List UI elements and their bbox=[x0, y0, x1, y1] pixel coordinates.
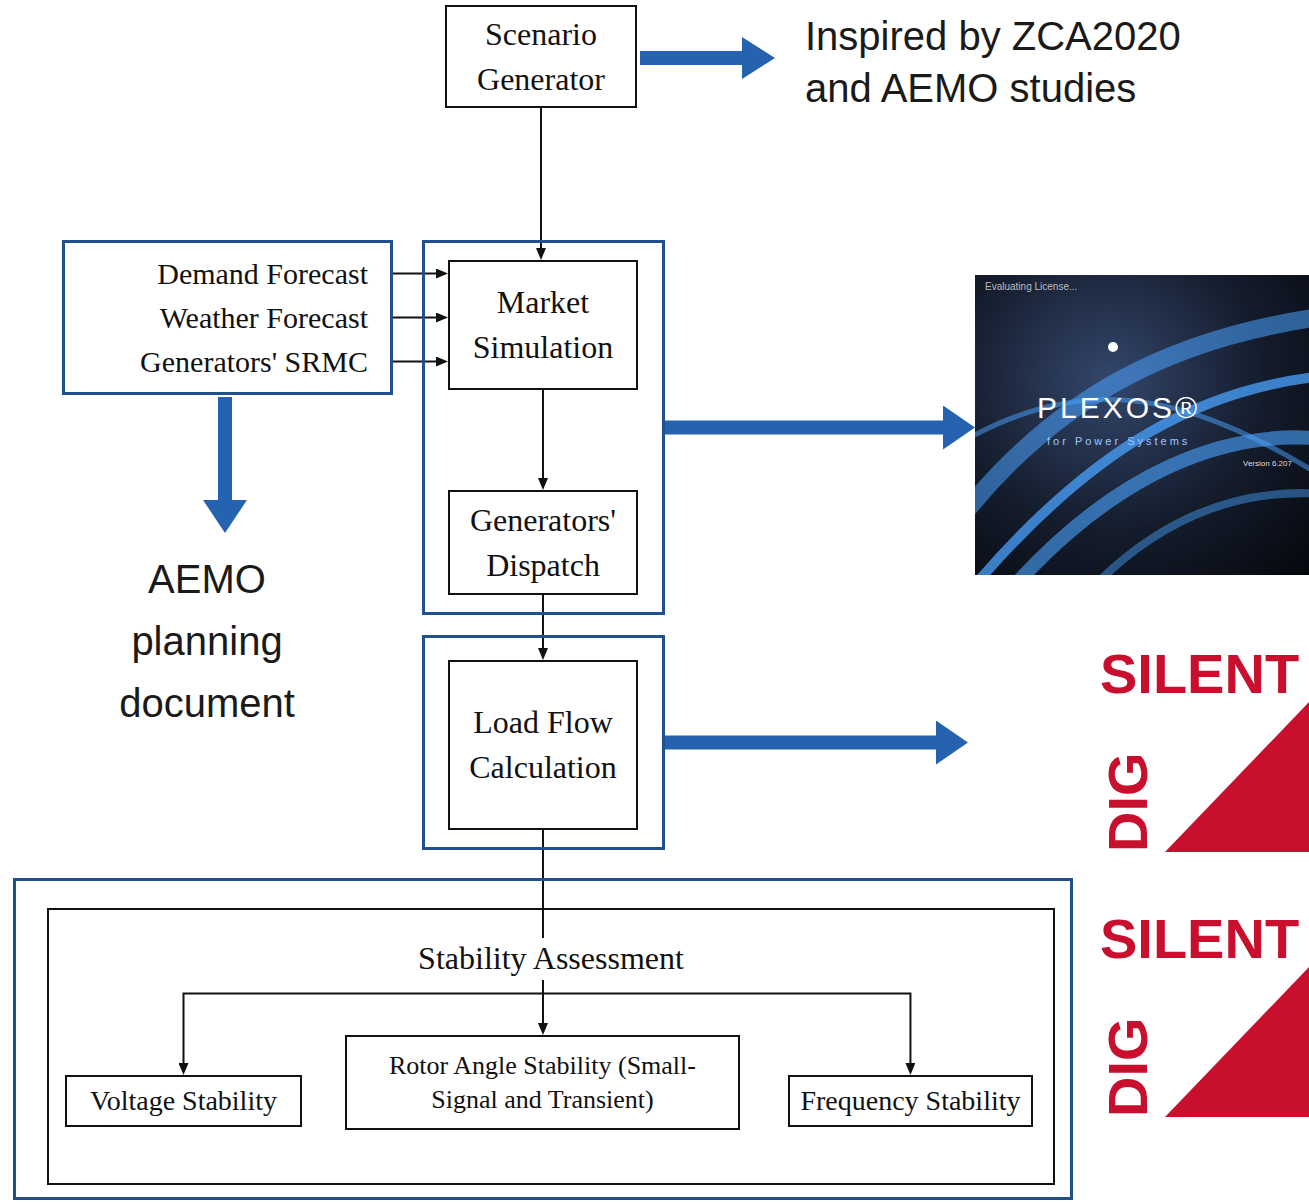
tool-arrow bbox=[665, 421, 943, 435]
box-text: Scenario Generator bbox=[455, 12, 627, 102]
logo-triangle bbox=[1165, 967, 1309, 1117]
glint bbox=[1108, 342, 1118, 352]
assessment-box: Voltage Stability Rotor Angle Stability (… bbox=[47, 908, 1055, 1185]
swoosh-curve bbox=[1015, 437, 1309, 575]
flow-arrow bbox=[542, 390, 544, 478]
logo-triangle bbox=[1165, 702, 1309, 852]
box-text: Frequency Stability bbox=[800, 1084, 1020, 1118]
logo-text: DIG bbox=[1100, 1017, 1156, 1117]
process-box: Rotor Angle Stability (Small-Signal and … bbox=[345, 1035, 740, 1130]
flow-arrow bbox=[540, 108, 542, 248]
process-box: Load Flow Calculation bbox=[448, 660, 638, 830]
process-box: Market Simulation bbox=[448, 260, 638, 390]
callout-arrow bbox=[203, 397, 247, 533]
splash-text: PLEXOS® bbox=[1037, 391, 1200, 425]
splash-text: Evaluating License... bbox=[985, 281, 1077, 292]
box-text: Rotor Angle Stability (Small-Signal and … bbox=[373, 1049, 713, 1117]
process-box: Generators' Dispatch bbox=[448, 490, 638, 595]
plexos-splash: Evaluating License... PLEXOS® for Power Sy… bbox=[975, 275, 1309, 575]
process-box: Frequency Stability bbox=[788, 1075, 1033, 1127]
tool-group: Voltage Stability Rotor Angle Stability (… bbox=[13, 878, 1073, 1200]
box-text: Voltage Stability bbox=[90, 1084, 277, 1118]
swoosh-art bbox=[975, 275, 1309, 575]
digsilent-logo: DIG SILENT bbox=[1085, 905, 1309, 1120]
flow-arrow bbox=[542, 595, 544, 648]
input-text: Weather Forecast bbox=[160, 296, 368, 340]
box-text: Load Flow Calculation bbox=[458, 700, 628, 790]
logo-text: DIG bbox=[1100, 752, 1156, 852]
callout-label: Inspired by ZCA2020 and AEMO studies bbox=[805, 10, 1225, 114]
flow-arrow bbox=[393, 317, 436, 319]
tool-arrow bbox=[665, 736, 936, 750]
digsilent-logo: DIG SILENT bbox=[968, 640, 1309, 855]
box-text: Generators' Dispatch bbox=[458, 498, 628, 588]
splash-text: Version 6.207 bbox=[1243, 459, 1292, 468]
box-text: Market Simulation bbox=[458, 280, 628, 370]
tool-group: Load Flow Calculation bbox=[422, 635, 665, 850]
input-text: Demand Forecast bbox=[157, 252, 368, 296]
callout-label: AEMO planning document bbox=[82, 548, 332, 734]
splash-text: for Power Systems bbox=[1047, 435, 1190, 447]
swoosh-curve bbox=[975, 375, 1309, 575]
logo-text: SILENT bbox=[1100, 911, 1299, 967]
flow-arrow bbox=[393, 361, 436, 363]
logo-text: SILENT bbox=[1100, 646, 1299, 702]
flow-arrow bbox=[393, 273, 436, 275]
callout-arrow bbox=[640, 37, 775, 79]
process-box: Scenario Generator bbox=[445, 5, 637, 108]
input-text: Generators' SRMC bbox=[140, 340, 368, 384]
swoosh-curve bbox=[1095, 493, 1309, 575]
tool-group: Market SimulationGenerators' Dispatch bbox=[422, 240, 665, 615]
input-group: Demand ForecastWeather ForecastGenerator… bbox=[62, 240, 393, 395]
assessment-title: Stability Assessment bbox=[414, 938, 688, 980]
process-box: Voltage Stability bbox=[65, 1075, 302, 1127]
